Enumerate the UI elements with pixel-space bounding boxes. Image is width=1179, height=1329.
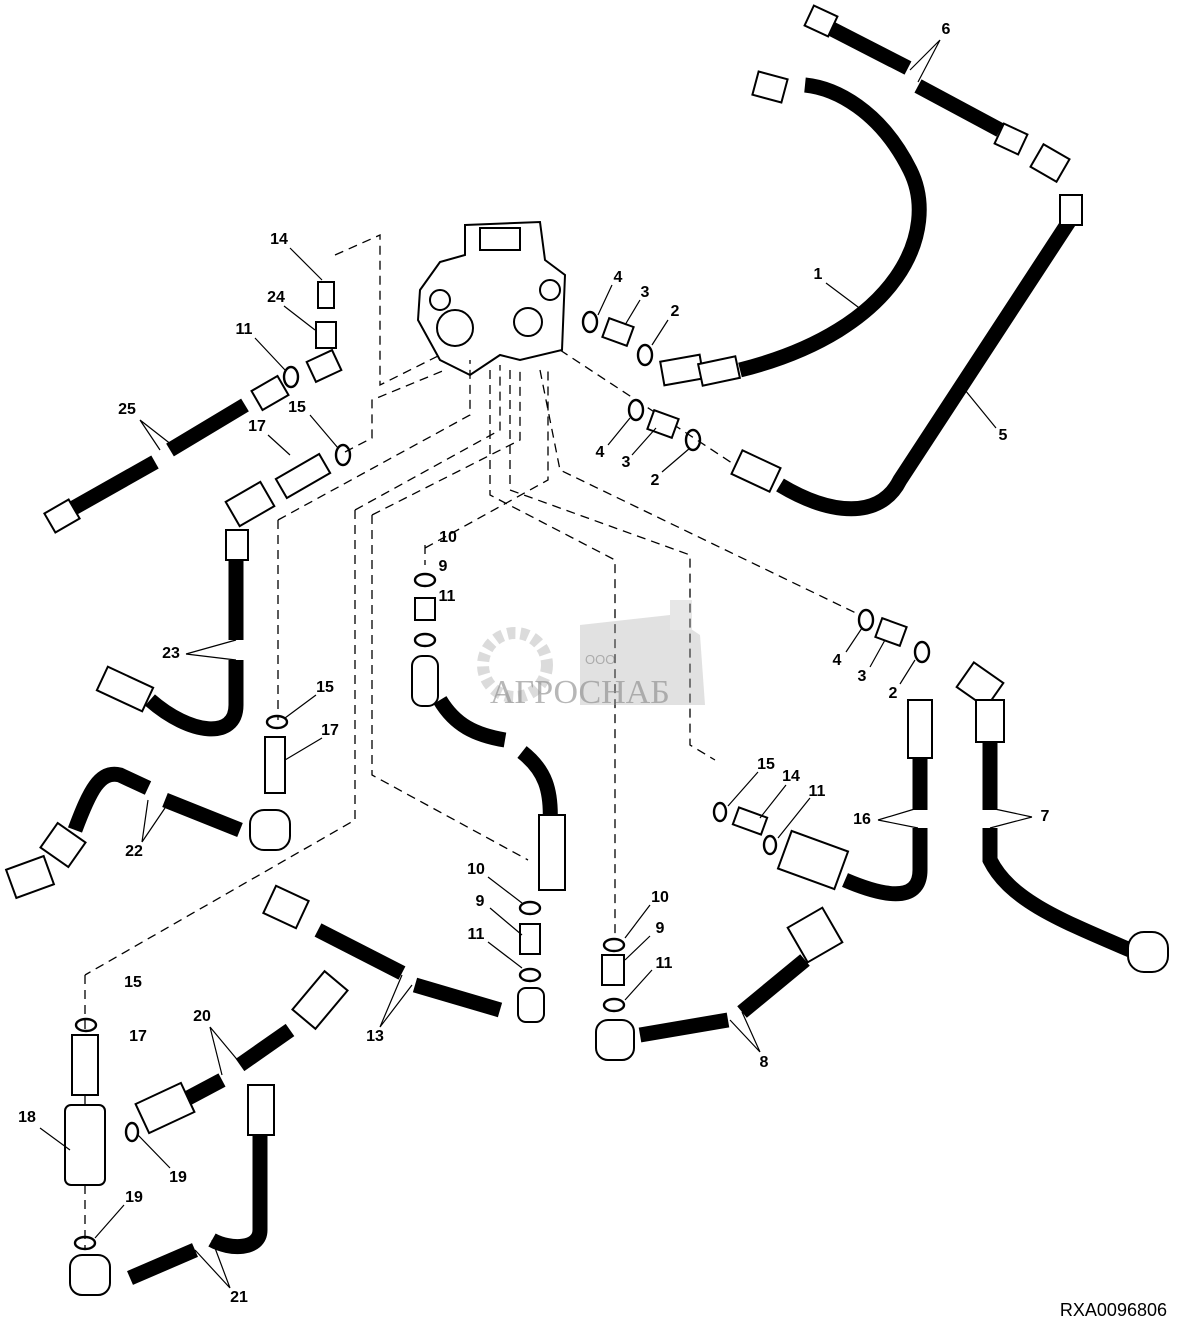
- callout: 2: [650, 472, 660, 489]
- callout: 17: [129, 1028, 147, 1045]
- connection-lines: [84, 233, 861, 1250]
- hose-22a: [67, 766, 152, 833]
- hose-8b: [737, 954, 810, 1018]
- reference-code: RXA0096806: [1059, 1300, 1167, 1320]
- callout: 15: [757, 756, 775, 773]
- hose-25a: [66, 455, 159, 517]
- callout: 2: [670, 303, 680, 320]
- hose-7b: [982, 828, 1133, 957]
- callout: 11: [808, 783, 826, 800]
- callout: 4: [832, 652, 842, 669]
- callout: 17: [321, 722, 339, 739]
- callout: 1: [813, 266, 823, 283]
- callout: 25: [118, 401, 136, 418]
- callout: 13: [366, 1028, 384, 1045]
- watermark-logo: [477, 600, 705, 705]
- callout: 14: [270, 231, 288, 248]
- callout: 3: [621, 454, 631, 471]
- callout: 15: [288, 399, 306, 416]
- hose-8a: [638, 1012, 730, 1043]
- hose-1: [738, 77, 927, 378]
- hose-21b: [127, 1243, 198, 1285]
- callout: 4: [595, 444, 605, 461]
- callout: 21: [230, 1289, 248, 1306]
- hoses: [66, 21, 1133, 1285]
- callout: 7: [1040, 808, 1050, 825]
- callout: 8: [759, 1054, 769, 1071]
- hose-23b: [145, 660, 244, 737]
- hose-13b: [412, 977, 503, 1018]
- callout: 3: [857, 668, 867, 685]
- callout: 16: [853, 811, 871, 828]
- watermark-prefix: ООО: [585, 652, 616, 667]
- callout: 23: [162, 645, 180, 662]
- callout: 5: [998, 427, 1008, 444]
- hose-center-a: [433, 695, 507, 748]
- callout: 11: [655, 955, 673, 972]
- callout: 14: [782, 768, 800, 785]
- callout: 11: [467, 926, 485, 943]
- callout: 19: [169, 1169, 187, 1186]
- hose-13a: [314, 923, 406, 980]
- callout: 4: [613, 269, 623, 286]
- hose-22b: [162, 793, 243, 837]
- callout: 15: [124, 974, 142, 991]
- hose-21a: [208, 1130, 268, 1255]
- callout: 10: [467, 861, 485, 878]
- hose-25b: [166, 398, 249, 457]
- callout: 22: [125, 843, 143, 860]
- callout: 19: [125, 1189, 143, 1206]
- callout: 11: [235, 321, 253, 338]
- watermark-name: АГРОСНАБ: [490, 674, 670, 711]
- callout: 17: [248, 418, 266, 435]
- hose-20b: [235, 1023, 295, 1072]
- leader-lines: [39, 39, 1033, 1289]
- callout: 3: [640, 284, 650, 301]
- callout: 15: [316, 679, 334, 696]
- hose-16b: [842, 828, 928, 902]
- callout: 9: [475, 893, 485, 910]
- callout: 6: [941, 21, 951, 38]
- o-rings: [73, 310, 931, 1251]
- callout: 20: [193, 1008, 211, 1025]
- fittings: [4, 4, 1169, 1296]
- hose-6b: [914, 79, 1004, 137]
- callout: 9: [438, 558, 448, 575]
- callout: 2: [888, 685, 898, 702]
- callout: 10: [651, 889, 669, 906]
- callout: 10: [439, 529, 457, 546]
- callout: 9: [655, 920, 665, 937]
- callout: 24: [267, 289, 285, 306]
- callout: 11: [438, 588, 456, 605]
- valve-block: [416, 220, 567, 377]
- callout: 18: [18, 1109, 36, 1126]
- hose-6a: [826, 21, 912, 75]
- hose-5: [776, 215, 1077, 517]
